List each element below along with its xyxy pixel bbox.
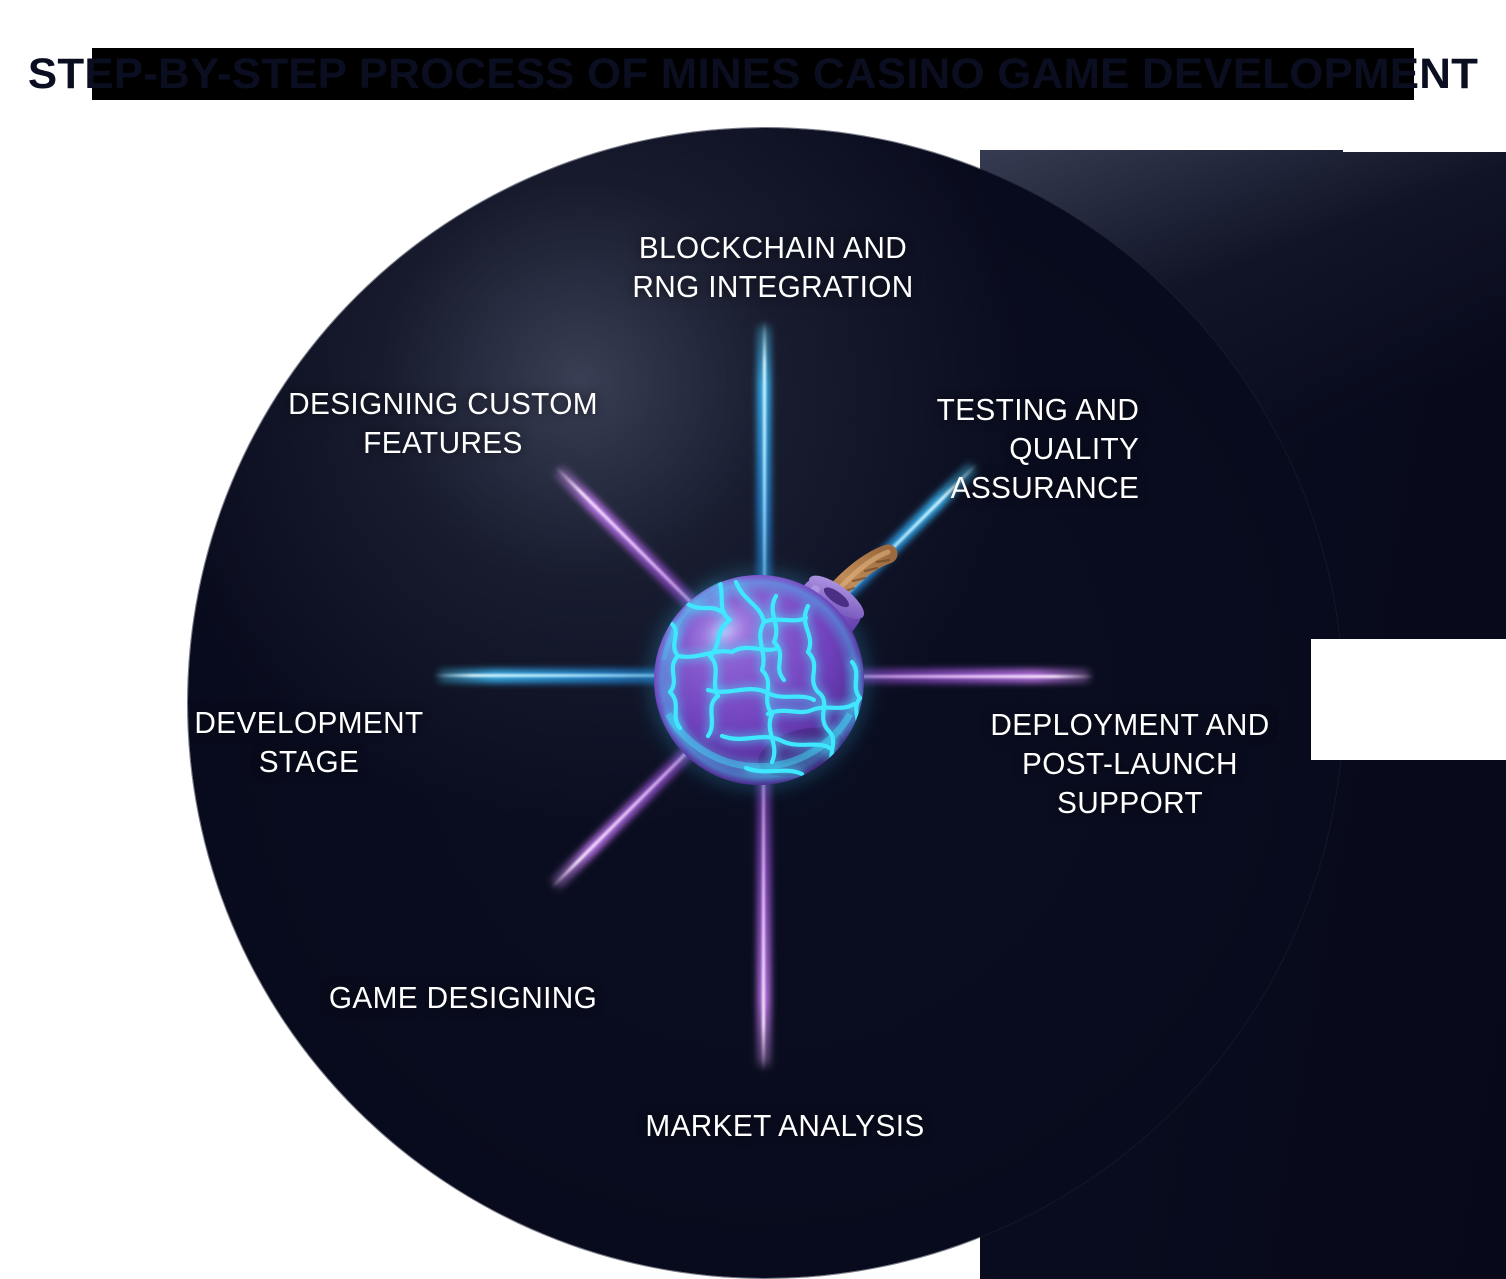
step-label-development: DEVELOPMENT STAGE: [194, 705, 424, 780]
step-label-market-analysis: MARKET ANALYSIS: [645, 1108, 925, 1143]
mines-bomb-icon: [626, 500, 916, 810]
right-white-notch: [1311, 639, 1506, 760]
step-label-blockchain: BLOCKCHAIN AND RNG INTEGRATION: [632, 230, 914, 305]
page-title: STEP-BY-STEP PROCESS OF MINES CASINO GAM…: [27, 49, 1479, 98]
step-label-designing: DESIGNING CUSTOM FEATURES: [288, 386, 598, 461]
title-band: STEP-BY-STEP PROCESS OF MINES CASINO GAM…: [28, 48, 1478, 100]
step-label-testing: TESTING AND QUALITY ASSURANCE: [936, 392, 1140, 506]
step-label-game-designing: GAME DESIGNING: [328, 980, 598, 1015]
step-label-deployment: DEPLOYMENT AND POST-LAUNCH SUPPORT: [990, 707, 1270, 821]
